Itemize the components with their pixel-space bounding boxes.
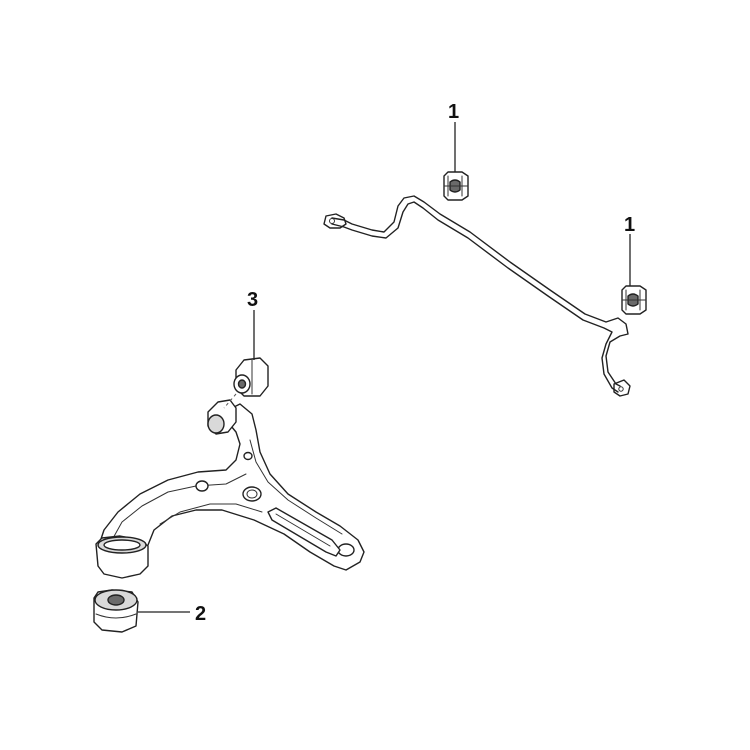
front-arm-bushing <box>223 357 269 409</box>
lower-control-arm <box>95 399 365 579</box>
callout-rear-bushing: 2 <box>195 603 206 625</box>
callout-front-bushing: 3 <box>247 289 258 311</box>
stabilizer-bushing-upper <box>443 171 469 201</box>
callout-bushing-upper: 1 <box>448 101 459 123</box>
stabilizer-bar <box>323 195 631 397</box>
callout-bushing-right: 1 <box>624 214 635 236</box>
stabilizer-bushing-right <box>621 285 647 315</box>
rear-arm-bushing <box>93 589 139 633</box>
